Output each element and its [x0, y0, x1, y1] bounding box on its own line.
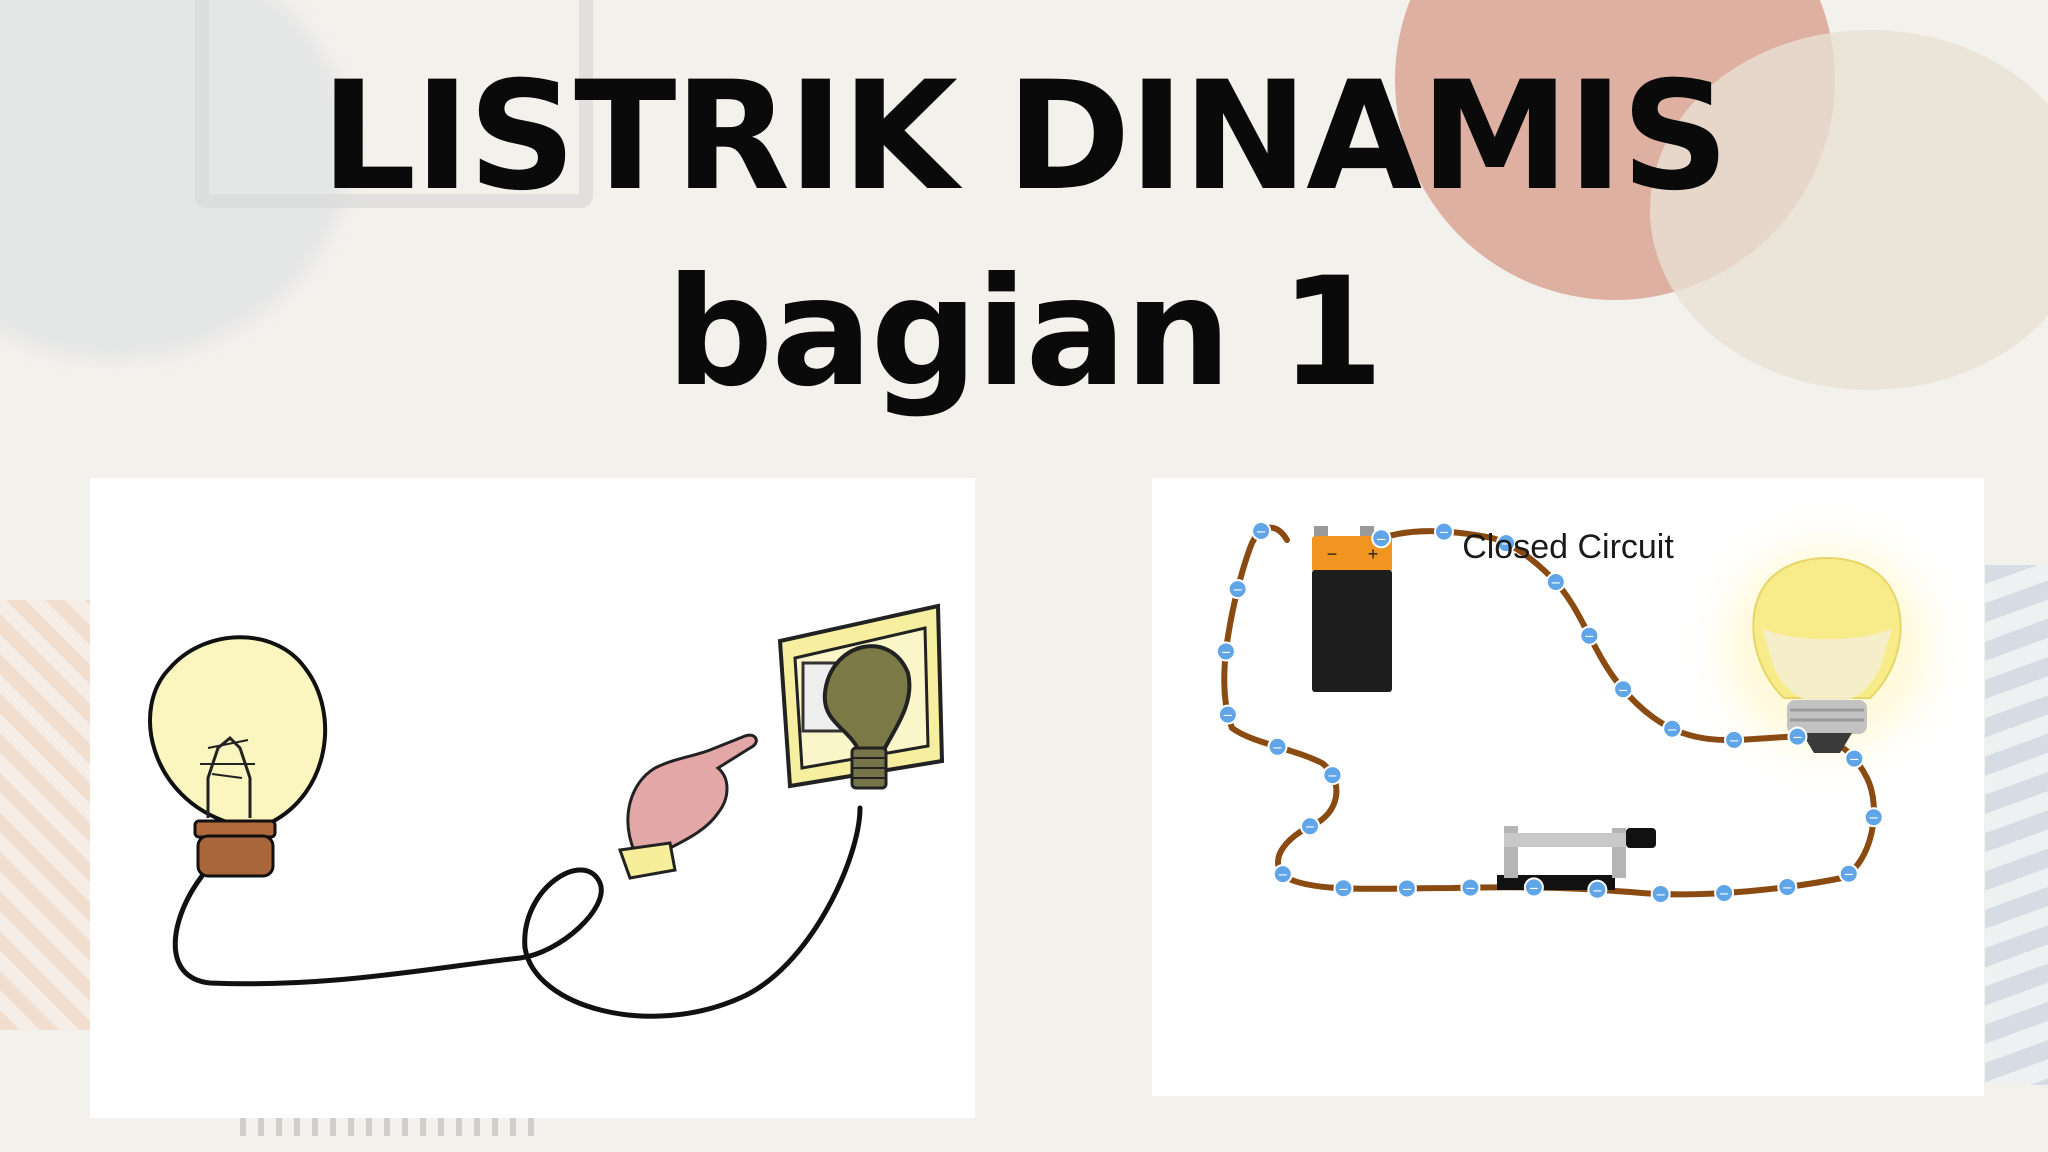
electron-symbol: − [1843, 868, 1854, 883]
electron-symbol: − [1501, 537, 1512, 552]
background-frame [195, 0, 593, 208]
background-tile-right [1985, 565, 2048, 1085]
battery-icon: − + [1312, 526, 1392, 692]
electron-icon: − [1322, 765, 1343, 786]
electrons-group: − − − − − − − − − − − − − − − − − − − − − − − − − − − − [1215, 521, 1884, 904]
electron-icon: − [1496, 533, 1517, 554]
electron-symbol: − [1792, 731, 1803, 746]
electron-icon: − [1587, 879, 1608, 900]
electron-icon: − [1662, 718, 1683, 739]
light-bulb-icon [1752, 557, 1902, 753]
electron-icon: − [1844, 748, 1865, 769]
electron-icon: − [1863, 807, 1884, 828]
circuit-title: Closed Circuit [1462, 528, 1674, 566]
electron-symbol: − [1277, 868, 1288, 883]
electron-symbol: − [1327, 769, 1338, 784]
slide-title: LISTRIK DINAMIS [320, 50, 1730, 224]
electron-symbol: − [1272, 741, 1283, 756]
electron-symbol: − [1256, 525, 1267, 540]
electron-symbol: − [1232, 583, 1243, 598]
electron-icon: − [1650, 883, 1671, 904]
electron-symbol: − [1338, 882, 1349, 897]
electron-symbol: − [1849, 753, 1860, 768]
electron-symbol: − [1782, 881, 1793, 896]
electron-icon: − [1371, 528, 1392, 549]
electron-symbol: − [1868, 811, 1879, 826]
electron-symbol: − [1618, 683, 1629, 698]
electron-icon: − [1300, 816, 1321, 837]
right-illustration-panel: − + − − − − − − − − − − − − − − − − − − − − − − − − − − − − Closed … [1152, 478, 1984, 1096]
electron-icon: − [1787, 726, 1808, 747]
pointing-hand-icon [617, 733, 758, 880]
electron-symbol: − [1401, 882, 1412, 897]
electron-icon: − [1227, 579, 1248, 600]
electron-symbol: − [1719, 887, 1730, 902]
power-cable [172, 805, 863, 1019]
background-circle-beige [1650, 30, 2048, 390]
closed-circuit-diagram: − + − − − − − − − − − − − − − − − − − − − − − − − − − − − − [1215, 498, 1977, 904]
electron-symbol: − [1439, 526, 1450, 541]
electron-symbol: − [1667, 723, 1678, 738]
electron-icon: − [1777, 876, 1798, 897]
electron-icon: − [1215, 641, 1236, 662]
light-bulb-icon [148, 635, 328, 878]
bulb-plug-illustration [148, 603, 945, 1019]
background-tile-left [0, 600, 95, 1030]
electron-symbol: − [1305, 820, 1316, 835]
left-illustration-panel [90, 478, 975, 1118]
electron-icon: − [1613, 679, 1634, 700]
electron-symbol: − [1584, 630, 1595, 645]
electron-icon: − [1460, 877, 1481, 898]
electron-symbol: − [1220, 645, 1231, 660]
electron-icon: − [1217, 704, 1238, 725]
electron-icon: − [1267, 736, 1288, 757]
battery-positive-label: + [1368, 544, 1379, 564]
electron-icon: − [1714, 883, 1735, 904]
battery-negative-label: − [1327, 544, 1338, 564]
electron-icon: − [1545, 572, 1566, 593]
background-dots [240, 1118, 540, 1136]
electron-icon: − [1579, 625, 1600, 646]
electron-symbol: − [1376, 532, 1387, 547]
electron-icon: − [1272, 864, 1293, 885]
electron-icon: − [1724, 729, 1745, 750]
electron-symbol: − [1592, 884, 1603, 899]
electron-symbol: − [1528, 881, 1539, 896]
electron-symbol: − [1655, 888, 1666, 903]
electron-icon: − [1523, 877, 1544, 898]
electron-icon: − [1333, 878, 1354, 899]
electron-icon: − [1396, 878, 1417, 899]
plug-icon [822, 644, 912, 790]
slide-subtitle: bagian 1 [666, 246, 1384, 420]
electron-icon: − [1838, 863, 1859, 884]
electron-icon: − [1433, 521, 1454, 542]
switch-icon [1497, 826, 1656, 890]
electron-icon: − [1251, 521, 1272, 542]
electron-symbol: − [1550, 576, 1561, 591]
electron-symbol: − [1729, 734, 1740, 749]
electron-symbol: − [1222, 709, 1233, 724]
electron-symbol: − [1465, 882, 1476, 897]
